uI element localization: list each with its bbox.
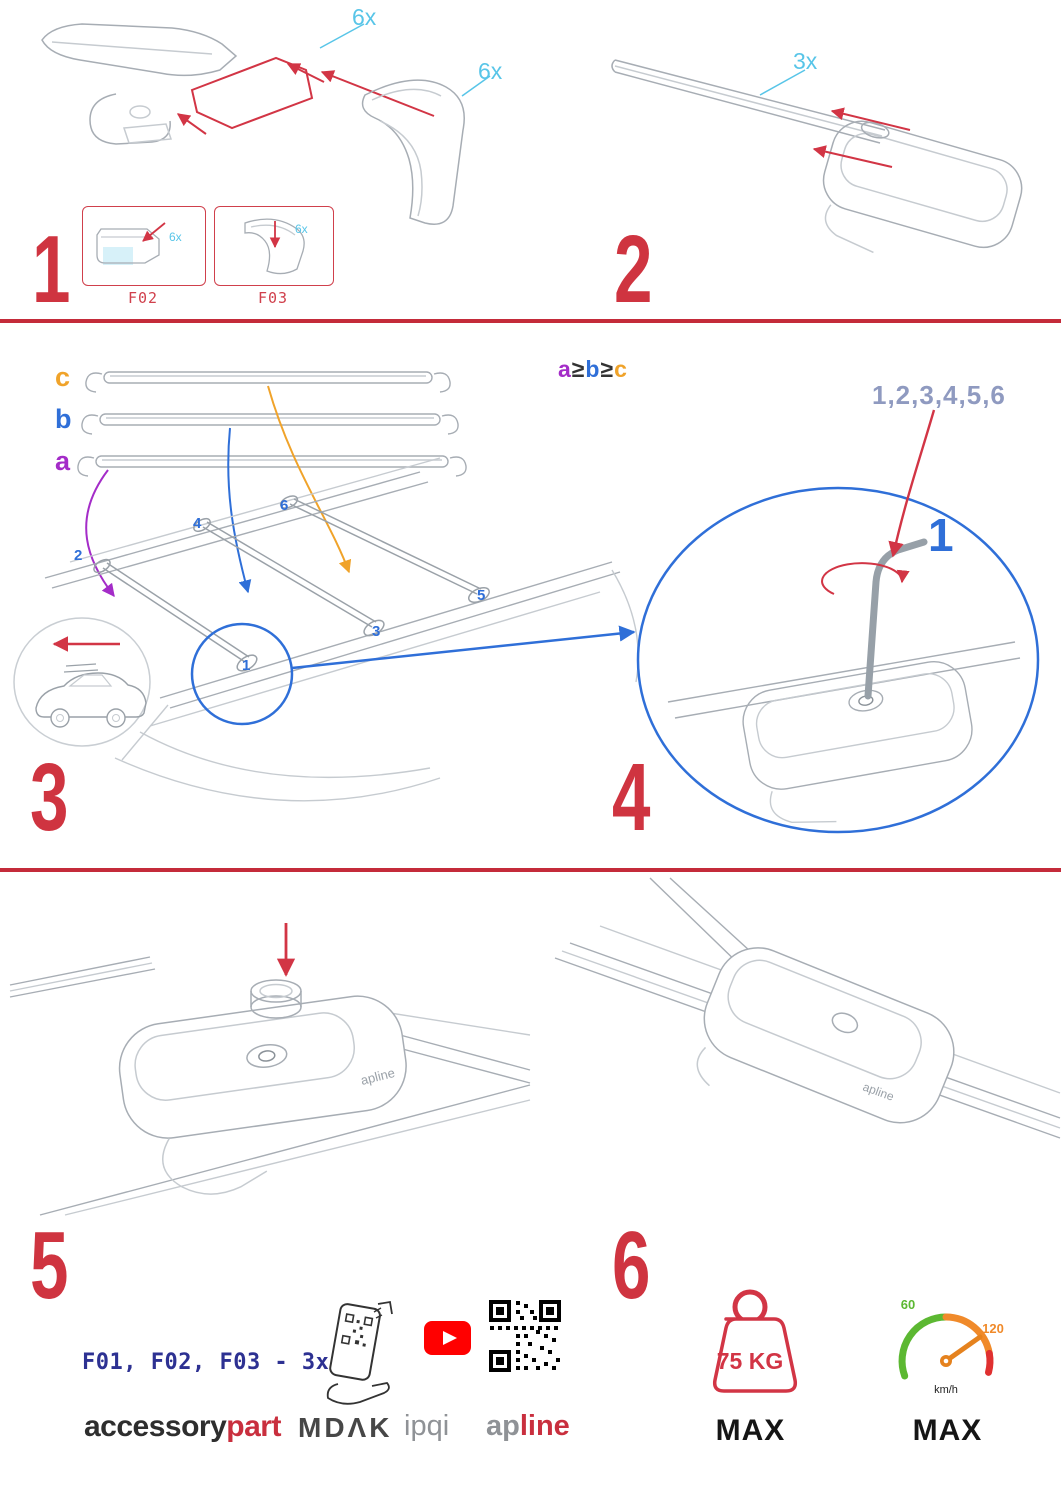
qr-code <box>486 1297 564 1375</box>
car-inset-art <box>13 617 151 747</box>
bar-b-art <box>81 413 459 435</box>
f03-qty: 6x <box>295 222 308 236</box>
speed-green-value: 60 <box>901 1297 915 1312</box>
pos-label-2: 2 <box>74 547 82 564</box>
brand-apline: apline <box>486 1412 570 1441</box>
bar-c-art <box>85 371 451 393</box>
pos-label-6: 6 <box>280 497 288 514</box>
step1-endcap-artwork <box>41 23 491 225</box>
roof-art <box>44 457 639 802</box>
cap-highlight-outline <box>176 56 435 135</box>
pos-label-4: 4 <box>193 515 202 532</box>
brand-mdak: MDΛK <box>298 1412 393 1443</box>
brand-line-text: line <box>519 1410 570 1442</box>
brand-part-text: part <box>226 1410 281 1443</box>
step1-numeral: 1 <box>32 216 70 323</box>
step6-numeral: 6 <box>612 1212 650 1319</box>
clamp-body-art <box>118 979 407 1195</box>
qty-leader-lines <box>319 23 491 97</box>
brand-ap-text: ap <box>486 1410 520 1442</box>
f02-code: F02 <box>127 289 159 307</box>
rule-ge2: ≥ <box>600 356 615 382</box>
brand-ipqi: ipqi <box>404 1410 450 1442</box>
step2-bar-qty: 3x <box>793 48 818 74</box>
bar-label-a: a <box>55 446 71 476</box>
insert-arrows <box>812 107 911 168</box>
clamp-body-art <box>696 947 955 1124</box>
rotate-arrow <box>821 562 910 595</box>
weight-value: 75 KG <box>717 1348 783 1374</box>
rule-a: a <box>558 356 572 382</box>
bar-label-b: b <box>55 404 72 434</box>
step2-numeral: 2 <box>614 216 652 323</box>
youtube-icon <box>424 1321 471 1355</box>
bar-a-art <box>77 455 467 477</box>
part-box-f03: 6x <box>214 206 334 286</box>
step1-cap-qty: 6x <box>352 4 377 30</box>
step5-knob-artwork: apline <box>9 923 531 1216</box>
rule-c: c <box>614 356 628 382</box>
pos-label-1: 1 <box>242 657 250 674</box>
weight-max-label: MAX <box>715 1414 786 1447</box>
section-divider-2 <box>0 868 1061 872</box>
clamp-art <box>822 120 1023 254</box>
tighten-sequence: 1,2,3,4,5,6 <box>872 380 1006 410</box>
step3-step4-artwork: 2 4 6 3 5 1 <box>13 371 1040 834</box>
brand-accessorypart: accessorypart <box>84 1412 281 1442</box>
parts-quantity-note: F01, F02, F03 - 3x <box>82 1350 330 1375</box>
mounted-bars-art <box>93 495 490 672</box>
f02-mini-art: 6x <box>96 222 182 265</box>
speed-orange-value: 120 <box>982 1321 1004 1336</box>
leader-c-orange <box>267 385 352 574</box>
step6-mounted-artwork: apline <box>554 877 1061 1139</box>
leader-b-blue <box>227 427 252 594</box>
rule-ge1: ≥ <box>571 356 586 382</box>
cover-piece-art <box>361 79 465 225</box>
size-rule: a≥b≥c <box>558 356 628 383</box>
f02-qty: 6x <box>169 230 182 244</box>
qty-leader-line <box>759 69 806 96</box>
phone-scan-icon <box>326 1300 393 1405</box>
step4-numeral: 4 <box>612 744 650 851</box>
pos-label-5: 5 <box>477 587 485 604</box>
step5-numeral: 5 <box>30 1212 68 1319</box>
speedometer-icon: 60 120 km/h <box>898 1297 1004 1396</box>
sequence-arrow <box>888 409 936 558</box>
f03-code: F03 <box>257 289 289 307</box>
position1-highlight-circle <box>190 622 294 726</box>
sequence-start-number: 1 <box>928 509 954 561</box>
crossbar-art <box>611 59 886 144</box>
section-divider-1 <box>0 319 1061 323</box>
foot-assembly-art <box>41 23 238 145</box>
step4-zoom-art <box>636 409 1040 834</box>
speed-max-label: MAX <box>912 1414 983 1447</box>
bar-label-c: c <box>55 362 71 392</box>
f03-mini-art: 6x <box>244 218 308 275</box>
pos-label-3: 3 <box>372 623 380 640</box>
rule-b: b <box>585 356 601 382</box>
rail-art <box>9 956 531 1216</box>
step2-bar-artwork <box>611 59 1023 254</box>
step3-numeral: 3 <box>30 744 68 851</box>
step1-cover-qty: 6x <box>478 58 503 84</box>
brand-accessory-text: accessory <box>84 1410 227 1443</box>
weight-max-icon: 75 KG <box>712 1289 798 1393</box>
leader-a-purple <box>85 469 115 598</box>
part-box-f02: 6x <box>82 206 206 286</box>
speed-unit: km/h <box>934 1384 958 1396</box>
zoom-connector-arrow <box>291 625 636 670</box>
